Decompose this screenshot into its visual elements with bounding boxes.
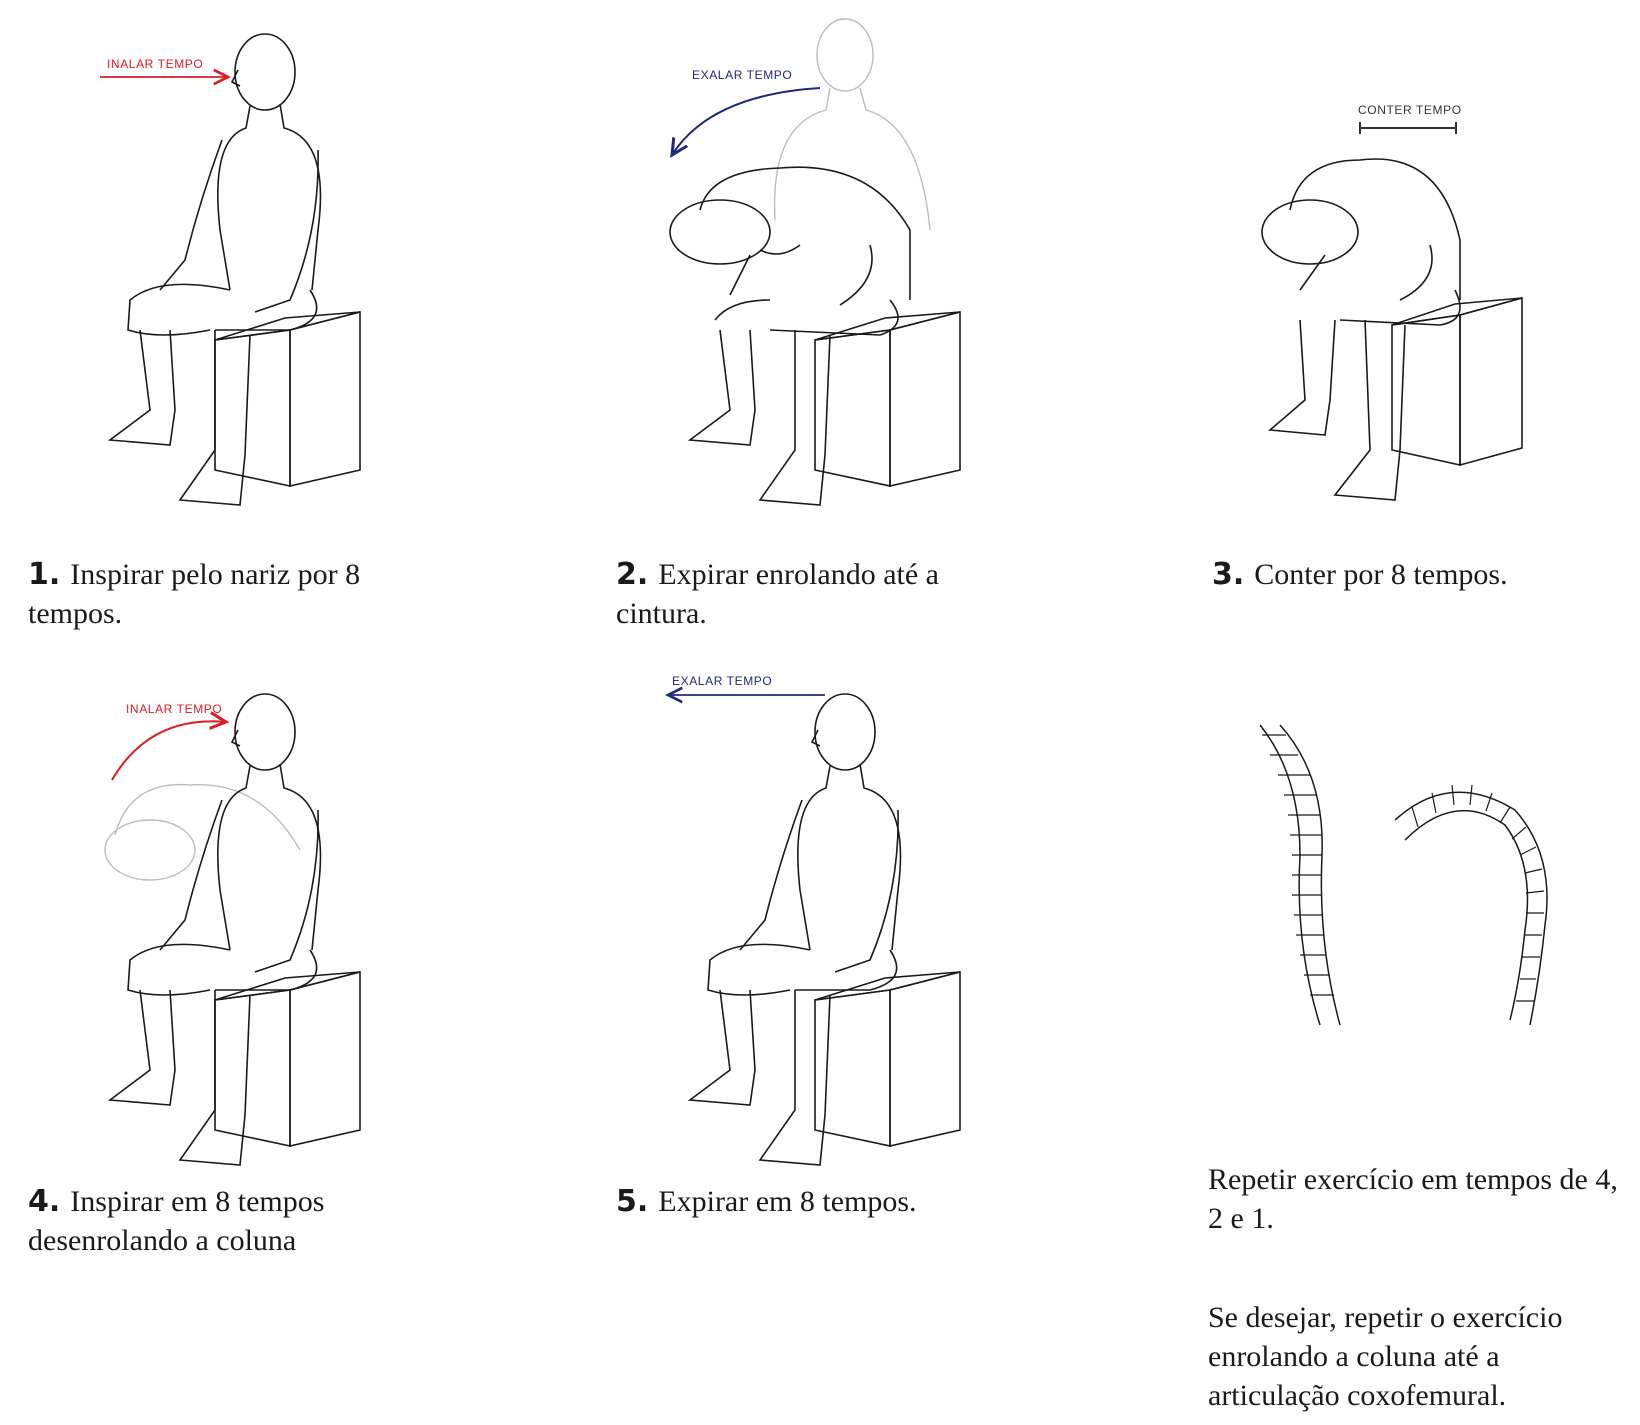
inhale-cue: INALAR TEMPO — [111, 702, 540, 781]
step-3-panel: CONTER TEMPO 3. Conter por 8 tempos. — [1160, 0, 1640, 640]
step-1-panel: INALAR TEMPO 1.Inspirar pelo nariz por 8… — [0, 0, 540, 640]
step-4-cue: INALAR TEMPO — [126, 702, 222, 716]
step-1-cue: INALAR TEMPO — [107, 57, 203, 71]
spine-flexed — [1394, 784, 1548, 1026]
step-4-text: Inspirar em 8 tempos desenrolando a colu… — [28, 1185, 325, 1257]
exhale-cue: EXALAR TEMPO — [580, 68, 821, 540]
step-1-caption: 1.Inspirar pelo nariz por 8 tempos. — [28, 555, 428, 633]
inhale-cue: INALAR TEMPO — [100, 57, 540, 540]
step-5-illustration — [687, 693, 961, 1166]
repeat-note: Repetir exercício em tempos de 4, 2 e 1. — [1208, 1163, 1618, 1235]
step-4-number: 4. — [28, 1184, 61, 1219]
step-5-cue: EXALAR TEMPO — [672, 674, 772, 688]
step-2-cue: EXALAR TEMPO — [692, 68, 792, 82]
optional-note: Se desejar, repetir o exercício enroland… — [1208, 1301, 1563, 1412]
step-2-number: 2. — [616, 557, 649, 592]
step-2-text: Expirar enrolando até a cintura. — [616, 558, 939, 630]
step-2-panel: EXALAR TEMPO 2.Expirar enrolando até a c… — [580, 0, 1120, 640]
step-5-panel: EXALAR TEMPO 5. Expirar em 8 tempos. — [580, 660, 1120, 1300]
step-5-number: 5. — [616, 1184, 649, 1219]
step-2-illustration — [669, 18, 961, 506]
spine-illustration — [1259, 724, 1548, 1026]
step-1-text: Inspirar pelo nariz por 8 tempos. — [28, 558, 361, 630]
inhale-arrow-icon — [111, 721, 226, 781]
step-4-caption: 4.Inspirar em 8 tempos desenrolando a co… — [28, 1182, 428, 1260]
step-1-number: 1. — [28, 557, 61, 592]
step-2-caption: 2.Expirar enrolando até a cintura. — [616, 555, 1016, 633]
step-3-illustration — [1261, 158, 1523, 501]
exhale-arrow-icon — [672, 87, 821, 155]
exhale-cue: EXALAR TEMPO — [580, 674, 825, 1200]
step-5-caption: 5. Expirar em 8 tempos. — [616, 1182, 1016, 1221]
hold-cue: CONTER TEMPO — [1358, 103, 1462, 134]
step-5-text: Expirar em 8 tempos. — [658, 1185, 917, 1218]
step-3-text: Conter por 8 tempos. — [1254, 558, 1508, 591]
step-1-illustration — [107, 33, 361, 506]
step-3-number: 3. — [1212, 557, 1245, 592]
step-3-caption: 3. Conter por 8 tempos. — [1212, 555, 1612, 594]
step-3-cue: CONTER TEMPO — [1358, 103, 1462, 117]
step-4-illustration — [104, 693, 361, 1166]
spine-upright — [1259, 724, 1341, 1026]
step-4-panel: INALAR TEMPO 4.Inspirar em 8 tempos dese… — [0, 660, 540, 1300]
